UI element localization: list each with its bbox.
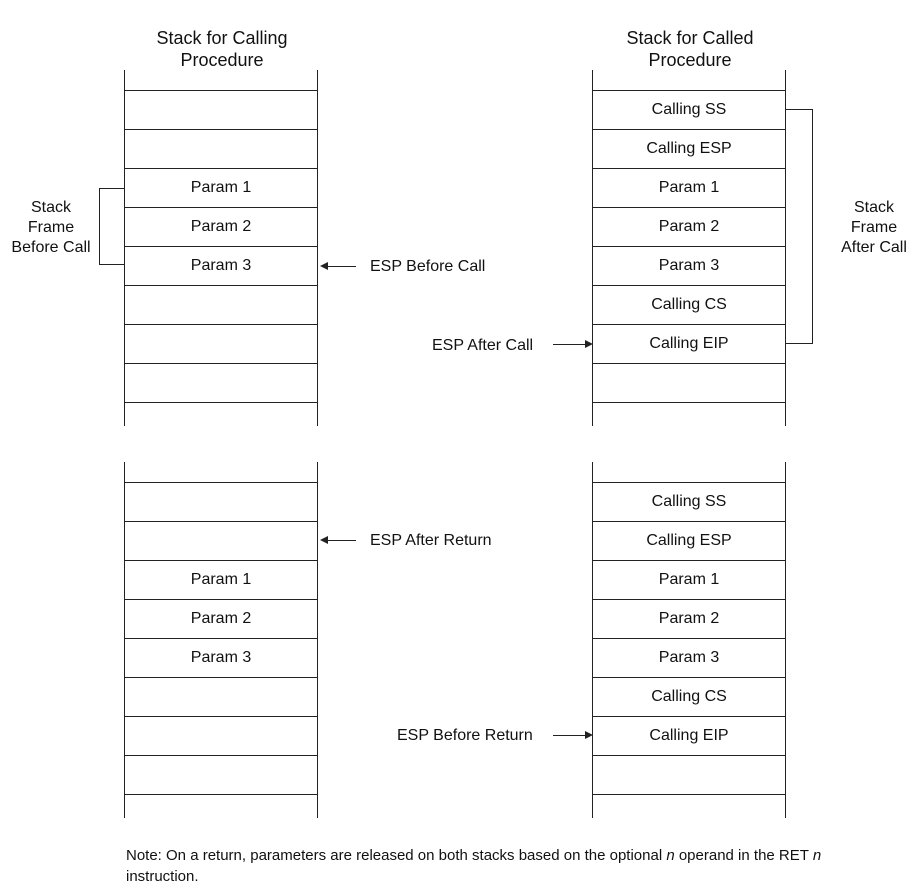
esp-before-return-arrowhead — [585, 731, 593, 739]
stack-cell — [124, 363, 318, 402]
stack-cell — [124, 755, 318, 794]
stack-rail — [124, 70, 125, 426]
stack-frame-before-call-label: Stack Frame Before Call — [11, 199, 91, 256]
stack-cell — [124, 677, 318, 716]
stack-cell: Calling ESP — [592, 521, 786, 560]
stack-cell — [124, 129, 318, 168]
stack-cell: Param 1 — [124, 560, 318, 599]
stack-cell: Calling EIP — [592, 324, 786, 363]
stack-cell: Param 3 — [124, 638, 318, 677]
stack-cell: Param 2 — [124, 599, 318, 638]
stack-rail — [785, 462, 786, 818]
stack-cell: Calling ESP — [592, 129, 786, 168]
stack-frame-before-call-bracket — [99, 188, 125, 265]
esp-before-call-arrowhead — [320, 262, 328, 270]
stack-frame-after-call-bracket — [786, 109, 813, 344]
esp-after-call-arrow — [553, 344, 585, 345]
note-text-1: Note: On a return, parameters are releas… — [126, 847, 667, 864]
stack-rail — [124, 462, 125, 818]
stack-cell — [124, 90, 318, 129]
esp-after-return-arrow — [326, 540, 356, 541]
esp-before-return-arrow — [553, 735, 585, 736]
stack-rail — [785, 70, 786, 426]
stack-cell — [124, 324, 318, 363]
stack-cell: Calling CS — [592, 677, 786, 716]
stack-rail — [592, 70, 593, 426]
stack-cell: Calling EIP — [592, 716, 786, 755]
stack-cell — [124, 716, 318, 755]
stack-cell: Param 3 — [592, 246, 786, 285]
note-n-1: n — [666, 847, 675, 864]
stack-cell: Param 2 — [592, 207, 786, 246]
stack-cell: Param 1 — [124, 168, 318, 207]
note-n-2: n — [812, 847, 822, 864]
stack-cell: Calling CS — [592, 285, 786, 324]
esp-after-call-arrowhead — [585, 340, 593, 348]
esp-after-return-arrowhead — [320, 536, 328, 544]
stack-cell-divider — [124, 794, 318, 795]
calling-stack-title: Stack for Calling Procedure — [156, 28, 288, 70]
stack-rail — [317, 462, 318, 818]
note-text-3: instruction. — [126, 868, 199, 885]
stack-cell-divider — [124, 402, 318, 403]
stack-cell: Param 2 — [592, 599, 786, 638]
stack-cell: Param 1 — [592, 560, 786, 599]
stack-cell: Calling SS — [592, 90, 786, 129]
stack-cell: Param 1 — [592, 168, 786, 207]
esp-after-return-label: ESP After Return — [370, 532, 492, 549]
stack-cell — [124, 285, 318, 324]
stack-cell-divider — [592, 794, 786, 795]
stack-cell: Param 3 — [592, 638, 786, 677]
called-stack-title: Stack for Called Procedure — [626, 28, 754, 70]
esp-after-call-label: ESP After Call — [432, 337, 534, 354]
stack-cell: Param 3 — [124, 246, 318, 285]
stack-rail — [592, 462, 593, 818]
note-text-2: operand in the RET — [674, 847, 813, 864]
esp-before-call-label: ESP Before Call — [370, 258, 486, 275]
stack-frame-after-call-label: Stack Frame After Call — [841, 199, 907, 256]
stack-cell: Param 2 — [124, 207, 318, 246]
stack-cell — [592, 363, 786, 402]
stack-cell — [124, 482, 318, 521]
esp-before-call-arrow — [326, 266, 356, 267]
stack-cell-divider — [592, 402, 786, 403]
stack-rail — [317, 70, 318, 426]
stack-cell — [592, 755, 786, 794]
footnote: Note: On a return, parameters are releas… — [126, 845, 826, 887]
esp-before-return-label: ESP Before Return — [397, 727, 533, 744]
stack-cell — [124, 521, 318, 560]
stack-cell: Calling SS — [592, 482, 786, 521]
